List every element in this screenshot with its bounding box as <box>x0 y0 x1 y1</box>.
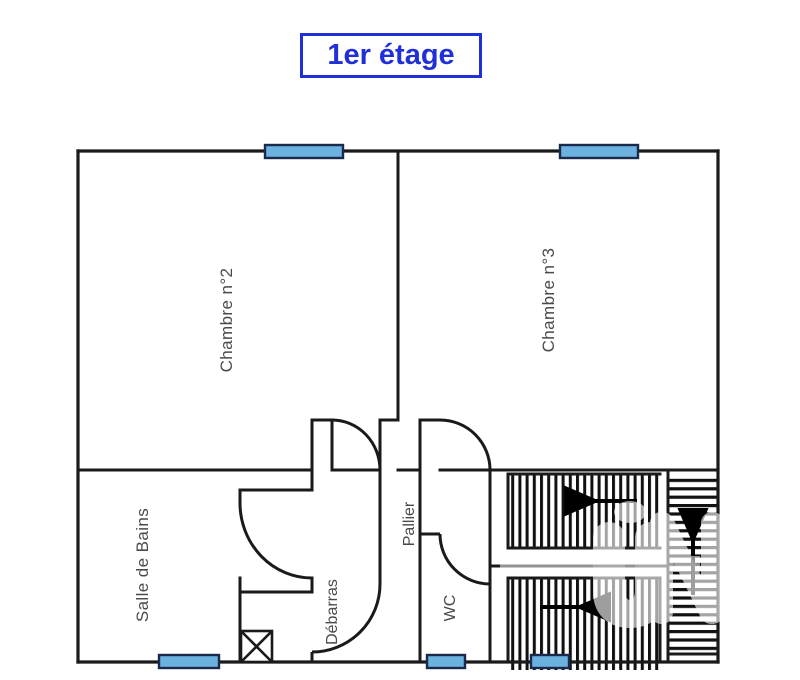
door-debarras <box>310 583 382 662</box>
door-chambre3 <box>439 418 492 471</box>
duct-shaft-icon <box>239 629 274 664</box>
room-label-chambre-3: Chambre n°3 <box>539 248 558 353</box>
room-label-wc: WC <box>442 595 459 622</box>
room-label-salle-de-bains: Salle de Bains <box>133 508 152 622</box>
page-title: 1er étage <box>327 39 455 71</box>
room-label-pallier: Pallier <box>401 501 418 546</box>
door-wc <box>420 532 492 586</box>
room-label-chambre-2: Chambre n°2 <box>217 268 236 373</box>
window-sdb-bottom <box>157 653 221 670</box>
door-chambre2 <box>331 418 382 471</box>
door-salle-de-bains <box>238 502 313 580</box>
window-chambre2-top <box>263 143 345 160</box>
floor-title-banner: 1er étage <box>300 33 482 78</box>
watermark-logo <box>500 501 724 628</box>
wall-interior <box>76 149 720 472</box>
window-stair-bottom <box>529 653 571 670</box>
room-label-debarras: Débarras <box>324 579 341 645</box>
window-chambre3-top <box>558 143 640 160</box>
window-wc-bottom <box>425 653 467 670</box>
